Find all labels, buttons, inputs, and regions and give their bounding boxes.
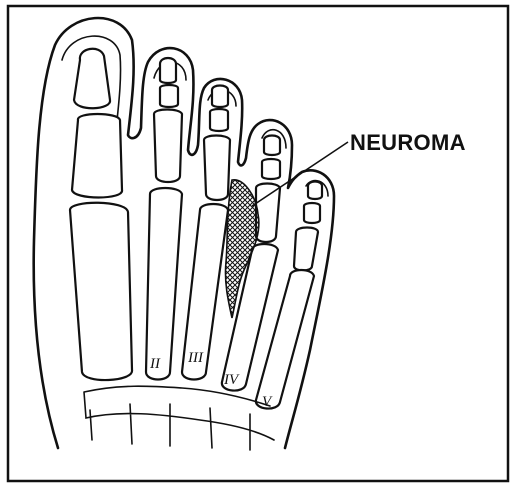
toe2-distal-phalanx — [160, 58, 176, 83]
second-metatarsal — [146, 188, 182, 380]
toe2-proximal-phalanx — [154, 110, 182, 183]
numeral-iv: IV — [223, 372, 240, 388]
toe3-middle-phalanx — [210, 109, 228, 131]
toe3-proximal-phalanx — [204, 136, 230, 201]
numeral-ii: II — [149, 356, 161, 372]
first-metatarsal — [70, 203, 132, 380]
tarsal-bones — [84, 386, 274, 450]
toe4-distal-phalanx — [264, 136, 280, 156]
numeral-iii: III — [187, 350, 204, 366]
toe5-middle-phalanx — [304, 203, 320, 223]
hallux-proximal-phalanx — [72, 114, 122, 198]
toe5-distal-phalanx — [308, 182, 322, 200]
toe2-middle-phalanx — [160, 85, 178, 107]
toe4-middle-phalanx — [262, 159, 280, 179]
neuroma-label: NEUROMA — [350, 130, 466, 156]
toe4-proximal-phalanx — [256, 184, 280, 243]
toe3-distal-phalanx — [212, 86, 228, 108]
hallux-distal-phalanx — [74, 49, 110, 109]
toe5-proximal-phalanx — [294, 228, 318, 271]
